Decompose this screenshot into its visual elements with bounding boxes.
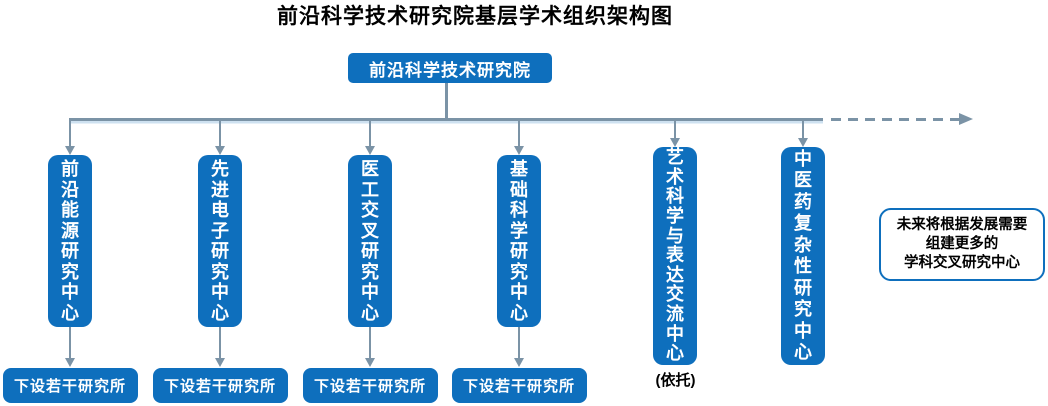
sub-node-institutes-1: 下设若干研究所 — [2, 368, 138, 403]
sub-node-label: 下设若干研究所 — [313, 378, 426, 395]
arrowhead-col6-icon — [797, 138, 808, 147]
connector-col5 — [673, 120, 677, 138]
arrowhead-sub1-icon — [64, 358, 75, 367]
connector-trunk — [445, 83, 448, 120]
center-node-label: 基础科学研究中心 — [510, 159, 528, 323]
future-plan-line: 组建更多的 — [925, 236, 999, 252]
center-node-label: 艺术科学与表达交流中心 — [666, 147, 684, 364]
center-node-label: 医工交叉研究中心 — [361, 159, 379, 323]
center-node-label: 前沿能源研究中心 — [61, 159, 79, 323]
sub-node-institutes-3: 下设若干研究所 — [302, 368, 438, 403]
connector-col6 — [801, 120, 805, 138]
connector-col2 — [218, 120, 222, 146]
center-node-art-science-expression: 艺术科学与表达交流中心 — [653, 147, 697, 365]
arrowhead-sub2-icon — [214, 358, 225, 367]
arrowhead-sub3-icon — [364, 358, 375, 367]
arrowhead-col1-icon — [64, 146, 75, 155]
future-plan-note: 未来将根据发展需要 组建更多的 学科交叉研究中心 — [879, 208, 1045, 281]
root-node-label: 前沿科学技术研究院 — [369, 60, 531, 80]
center-node-med-eng-cross: 医工交叉研究中心 — [348, 155, 392, 327]
connector-sub2 — [218, 327, 222, 358]
arrowhead-col4-icon — [513, 146, 524, 155]
sub-node-institutes-2: 下设若干研究所 — [152, 368, 288, 403]
sub-node-label: 下设若干研究所 — [13, 378, 126, 395]
dashed-arrowhead-icon — [959, 113, 973, 125]
center-node-advanced-electronics: 先进电子研究中心 — [198, 155, 242, 327]
connector-col3 — [368, 120, 372, 146]
connector-horizontal — [69, 118, 823, 121]
sub-node-label: 下设若干研究所 — [462, 378, 575, 395]
arrowhead-col5-icon — [669, 138, 680, 147]
root-node: 前沿科学技术研究院 — [348, 53, 552, 83]
reliance-annotation: (依托) — [655, 372, 696, 389]
connector-sub3 — [368, 327, 372, 358]
connector-col1 — [68, 120, 72, 146]
future-plan-line: 未来将根据发展需要 — [896, 217, 1028, 233]
connector-dashed-future — [831, 118, 961, 121]
center-node-basic-science: 基础科学研究中心 — [497, 155, 541, 327]
arrowhead-sub4-icon — [513, 358, 524, 367]
sub-node-label: 下设若干研究所 — [163, 378, 276, 395]
page-title: 前沿科学技术研究院基层学术组织架构图 — [277, 5, 673, 28]
future-plan-line: 学科交叉研究中心 — [904, 255, 1020, 271]
arrowhead-col2-icon — [214, 146, 225, 155]
center-node-tcm-complexity: 中医药复杂性研究中心 — [781, 147, 825, 365]
connector-col4 — [517, 120, 521, 146]
connector-sub1 — [68, 327, 72, 358]
arrowhead-col3-icon — [364, 146, 375, 155]
center-node-label: 中医药复杂性研究中心 — [794, 148, 812, 363]
connector-sub4 — [517, 327, 521, 358]
sub-node-institutes-4: 下设若干研究所 — [451, 368, 587, 403]
center-node-label: 先进电子研究中心 — [211, 159, 229, 323]
center-node-frontier-energy: 前沿能源研究中心 — [48, 155, 92, 327]
